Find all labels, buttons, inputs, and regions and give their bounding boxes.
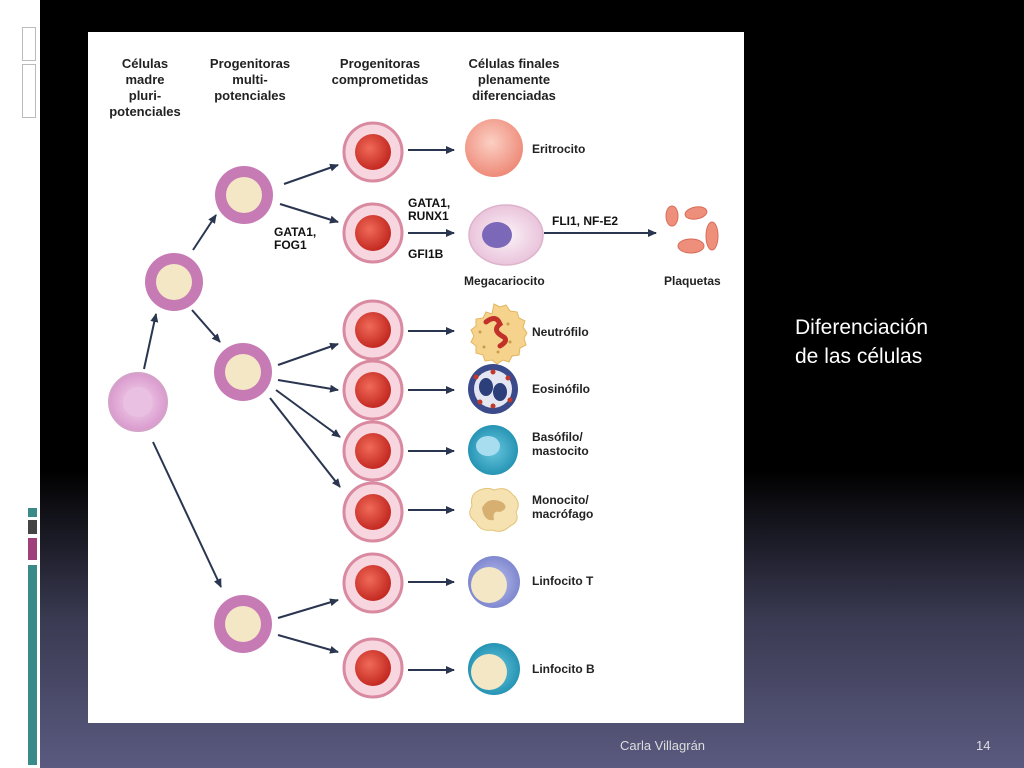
eosinophil-cell [468, 364, 518, 414]
gene-gata1-runx1: GATA1, RUNX1 [408, 196, 451, 223]
label-linfocito-b: Linfocito B [532, 662, 595, 676]
label-eosinofilo: Eosinófilo [532, 382, 590, 396]
header-differentiated: Células finales plenamente diferenciadas [468, 56, 560, 103]
label-monocito: Monocito/ macrófago [532, 493, 594, 521]
deco-square-magenta [28, 538, 37, 560]
footer-author: Carla Villagrán [620, 738, 706, 753]
header-multipotent: Progenitoras multi- potenciales [209, 56, 291, 103]
platelets-cell [665, 205, 719, 254]
multipotent-progenitors [145, 166, 273, 653]
stem-cell [108, 372, 168, 432]
deco-square-teal-top [28, 508, 37, 517]
footer-page-number: 14 [976, 738, 991, 753]
deco-square-top-2 [22, 64, 36, 118]
committed-progenitors [342, 121, 404, 699]
header-committed: Progenitoras comprometidas [331, 56, 429, 87]
slide-title: Diferenciación de las células [795, 316, 929, 368]
label-plaquetas: Plaquetas [664, 274, 721, 288]
label-linfocito-t: Linfocito T [532, 574, 594, 588]
arrows [143, 146, 657, 674]
basophil-cell [468, 425, 518, 475]
label-megacariocito: Megacariocito [464, 274, 545, 288]
gene-fli1-nfe2: FLI1, NF-E2 [552, 214, 619, 228]
megakaryocyte-cell [468, 204, 544, 266]
cell-diagram [108, 119, 719, 699]
gene-gfi1b: GFI1B [408, 247, 444, 261]
label-neutrofilo: Neutrófilo [532, 325, 589, 339]
gene-gata1-fog1: GATA1, FOG1 [274, 225, 317, 252]
deco-square-top-1 [22, 27, 36, 61]
diagram-panel: Células madre pluri- potenciales Progeni… [88, 32, 744, 723]
deco-bar-teal [28, 565, 37, 765]
label-eritrocito: Eritrocito [532, 142, 586, 156]
label-basofilo: Basófilo/ mastocito [532, 430, 589, 458]
erythrocyte-cell [465, 119, 523, 177]
header-pluripotent: Células madre pluri- potenciales [109, 56, 181, 119]
deco-square-gray [28, 520, 37, 534]
monocyte-cell [469, 487, 519, 532]
neutrophil-cell [470, 303, 528, 365]
t-lymphocyte-cell [468, 556, 520, 608]
b-lymphocyte-cell [468, 643, 520, 695]
